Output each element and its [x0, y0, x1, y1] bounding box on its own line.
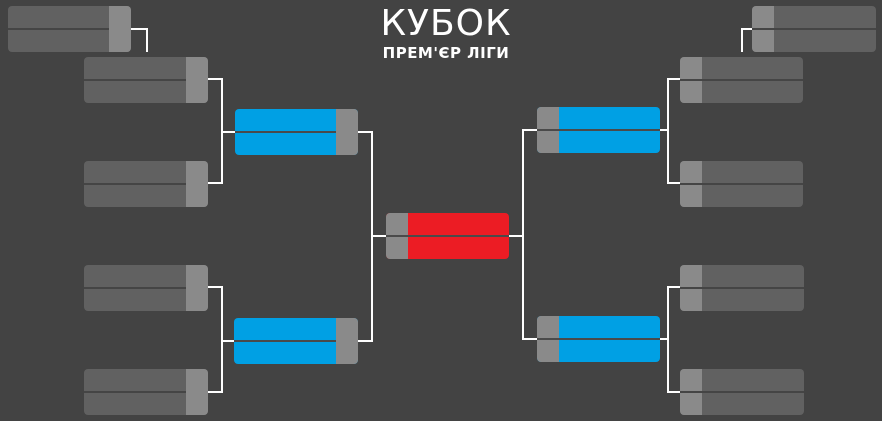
team-slot: [774, 6, 876, 52]
connector-right-sf2: [522, 236, 537, 340]
match-final[interactable]: [386, 213, 509, 259]
connector-right-qf2: [667, 130, 680, 184]
team-slot: [84, 369, 186, 415]
match-right-qf-3[interactable]: [680, 265, 804, 311]
connector-left-qf2: [208, 132, 223, 184]
score-slot: [386, 213, 408, 259]
match-right-semifinal-1[interactable]: [537, 107, 660, 153]
team-slot: [8, 6, 109, 52]
connector-left-sf1: [358, 131, 386, 237]
score-slot: [186, 265, 208, 311]
match-left-qf-4[interactable]: [84, 369, 208, 415]
connector-right-preliminary: [741, 28, 752, 52]
match-left-qf-1[interactable]: [84, 57, 208, 103]
team-slot: [408, 213, 509, 259]
team-slot: [702, 265, 804, 311]
connector-right-qf1: [660, 78, 680, 131]
match-left-qf-3[interactable]: [84, 265, 208, 311]
score-slot: [680, 57, 702, 103]
score-slot: [680, 161, 702, 207]
match-left-semifinal-2[interactable]: [234, 318, 358, 364]
match-right-semifinal-2[interactable]: [537, 316, 660, 362]
title-main: КУБОК: [380, 3, 512, 44]
score-slot: [109, 6, 131, 52]
connector-left-preliminary: [131, 28, 148, 52]
team-slot: [234, 318, 336, 364]
match-right-preliminary[interactable]: [752, 6, 876, 52]
score-slot: [537, 316, 559, 362]
team-slot: [84, 161, 186, 207]
tournament-title: КУБОК ПРЕМ'ЄР ЛІГИ: [300, 3, 592, 63]
team-slot: [559, 316, 660, 362]
title-subtitle: ПРЕМ'ЄР ЛІГИ: [382, 44, 510, 62]
match-left-preliminary[interactable]: [8, 6, 131, 52]
connector-left-qf4: [208, 341, 223, 393]
match-left-qf-2[interactable]: [84, 161, 208, 207]
connector-right-sf1: [509, 129, 537, 237]
score-slot: [680, 265, 702, 311]
score-slot: [186, 161, 208, 207]
connector-left-sf2: [358, 236, 373, 342]
team-slot: [702, 57, 803, 103]
score-slot: [537, 107, 559, 153]
score-slot: [186, 369, 208, 415]
match-right-qf-4[interactable]: [680, 369, 804, 415]
team-slot: [559, 107, 660, 153]
score-slot: [336, 318, 358, 364]
team-slot: [84, 265, 186, 311]
score-slot: [752, 6, 774, 52]
score-slot: [186, 57, 208, 103]
match-right-qf-1[interactable]: [680, 57, 803, 103]
team-slot: [84, 57, 186, 103]
team-slot: [235, 109, 336, 155]
connector-left-qf3: [208, 286, 235, 342]
team-slot: [702, 369, 804, 415]
connector-right-qf4: [667, 339, 680, 393]
connector-left-qf1: [208, 78, 235, 133]
score-slot: [680, 369, 702, 415]
score-slot: [336, 109, 358, 155]
match-left-semifinal-1[interactable]: [235, 109, 358, 155]
connector-right-qf3: [660, 286, 680, 340]
match-right-qf-2[interactable]: [680, 161, 803, 207]
team-slot: [702, 161, 803, 207]
